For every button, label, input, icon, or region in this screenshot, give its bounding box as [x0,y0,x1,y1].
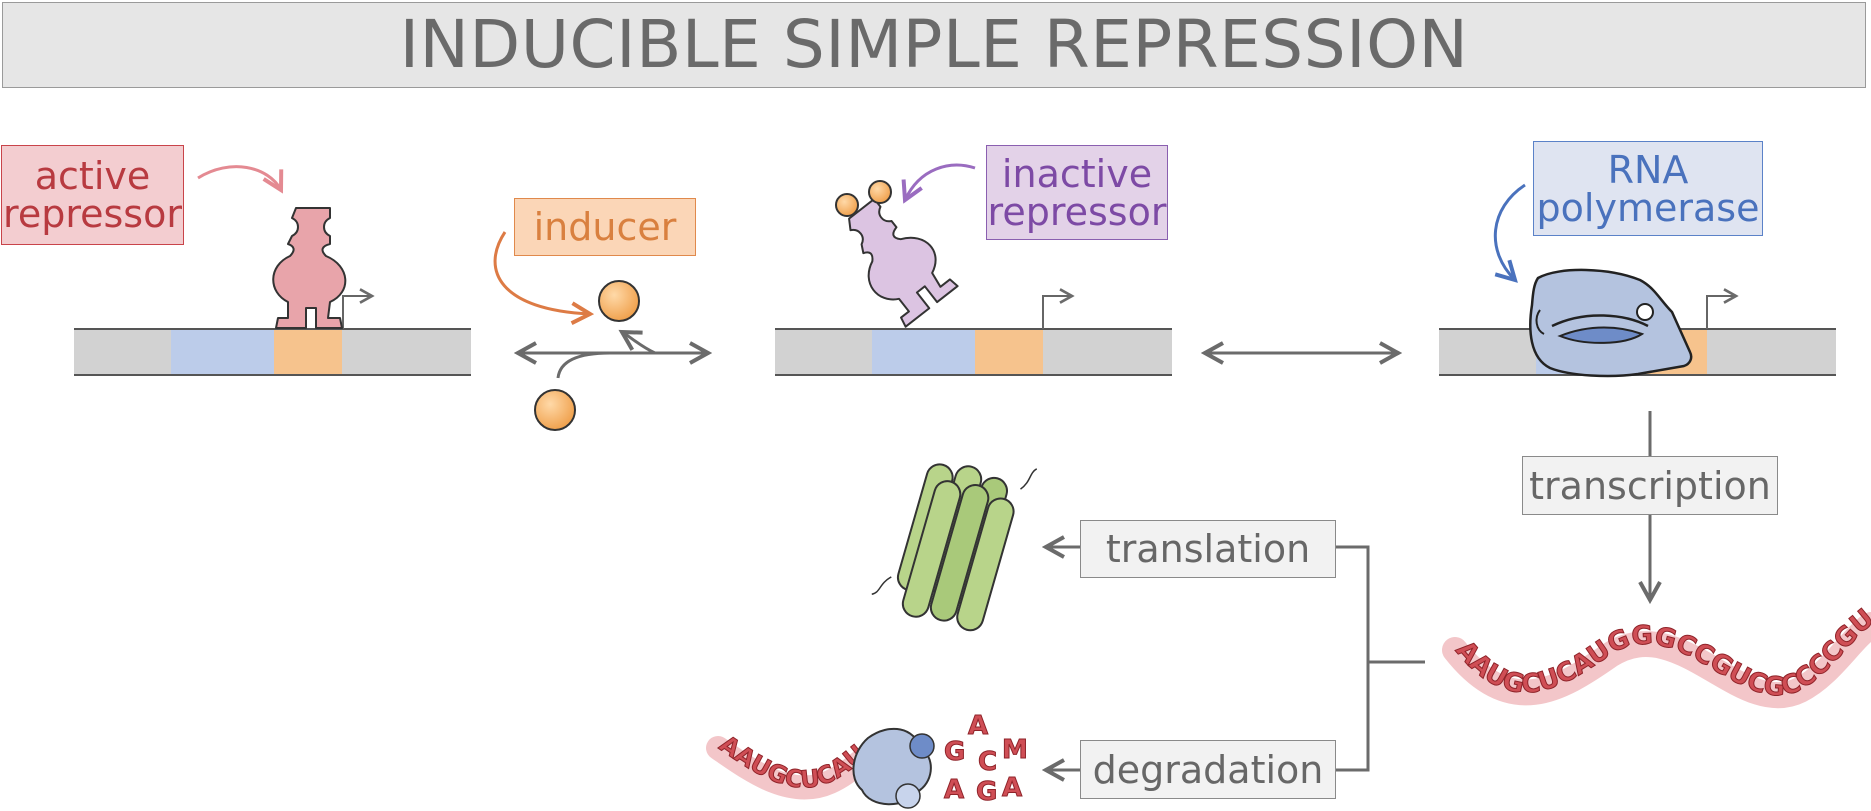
fate-bracket [1336,545,1370,772]
active-repressor-label-line1: active [34,154,151,198]
rnap-pointer [1493,183,1526,280]
degradation-box: degradation [1080,740,1336,799]
protein-bundle-icon [871,463,1038,632]
inducer-label: inducer [514,198,696,256]
bound-inducer-icon [835,193,859,217]
inducer-binding-curve [556,351,650,379]
bound-inducer-icon [868,180,892,204]
rna-polymerase-label-line2: polymerase [1536,185,1760,230]
inactive-repressor-pointer [905,163,976,200]
degraded-fragment: AAUGCUCAUGC [0,0,871,795]
free-nucleotide: C [978,747,997,777]
free-nucleotide: A [944,775,964,805]
rna-polymerase-label: RNA polymerase [1533,141,1763,236]
inactive-repressor-label: inactive repressor [986,145,1168,240]
free-nucleotide: M [1002,735,1028,765]
degradosome-icon [852,728,935,809]
inducer-label-text: inducer [533,205,677,249]
rna-polymerase-label-line1: RNA [1607,147,1689,192]
dna-strand-1 [74,296,471,376]
free-nucleotide: A [968,711,988,741]
translation-box: translation [1080,520,1336,578]
inactive-repressor-label-line2: repressor [987,189,1167,234]
inducer-release-curve [622,332,656,355]
dna-strand-2 [775,296,1172,376]
free-nucleotide: A [1002,773,1022,803]
page-title: INDUCIBLE SIMPLE REPRESSION [399,6,1469,83]
active-repressor-label-line2: repressor [3,192,182,236]
free-nucleotide: G [976,777,997,807]
degradation-label: degradation [1092,747,1324,792]
active-repressor-label: active repressor [1,145,184,245]
rna-polymerase-icon [1529,268,1693,378]
transcription-box: transcription [1522,456,1778,515]
inducer-molecule-icon-free [534,389,576,431]
free-nucleotides: G A C M A G A [944,711,1029,808]
degraded-mrna-icon: AAUGCUCAUGC [0,0,871,794]
translation-label: translation [1105,527,1311,571]
inactive-repressor-icon [848,197,959,328]
inducer-molecule-icon [598,280,640,322]
inactive-repressor-label-line1: inactive [1001,151,1153,196]
active-repressor-pointer [197,165,281,190]
title-banner: INDUCIBLE SIMPLE REPRESSION [2,2,1866,88]
free-nucleotide: G [944,737,965,767]
inducer-pointer [493,231,590,314]
active-repressor-icon [272,207,347,329]
transcription-label: transcription [1529,463,1771,508]
